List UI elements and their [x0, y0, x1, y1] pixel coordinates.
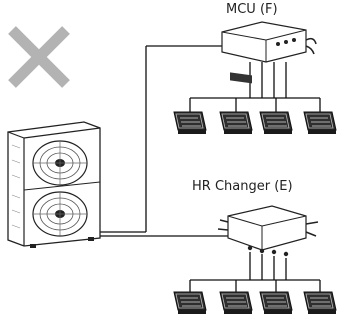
indoor-units-bottom [173, 291, 337, 315]
cassette-indoor-unit-icon [303, 291, 337, 315]
hr-changer-label: HR Changer (E) [192, 179, 293, 194]
cassette-indoor-unit-icon [173, 291, 207, 315]
indoor-units-top [173, 111, 337, 135]
cassette-indoor-unit-icon [259, 111, 293, 135]
cassette-indoor-unit-icon [303, 111, 337, 135]
cassette-indoor-unit-icon [219, 291, 253, 315]
cassette-indoor-unit-icon [173, 111, 207, 135]
piping-lines [100, 45, 321, 292]
cassette-indoor-unit-icon [219, 111, 253, 135]
x-mark-icon [8, 26, 70, 88]
cassette-indoor-unit-icon [259, 291, 293, 315]
mcu-label: MCU (F) [226, 2, 278, 17]
mcu-box-icon [221, 21, 317, 84]
outdoor-unit-icon [7, 121, 101, 248]
hr-changer-icon [217, 205, 319, 257]
